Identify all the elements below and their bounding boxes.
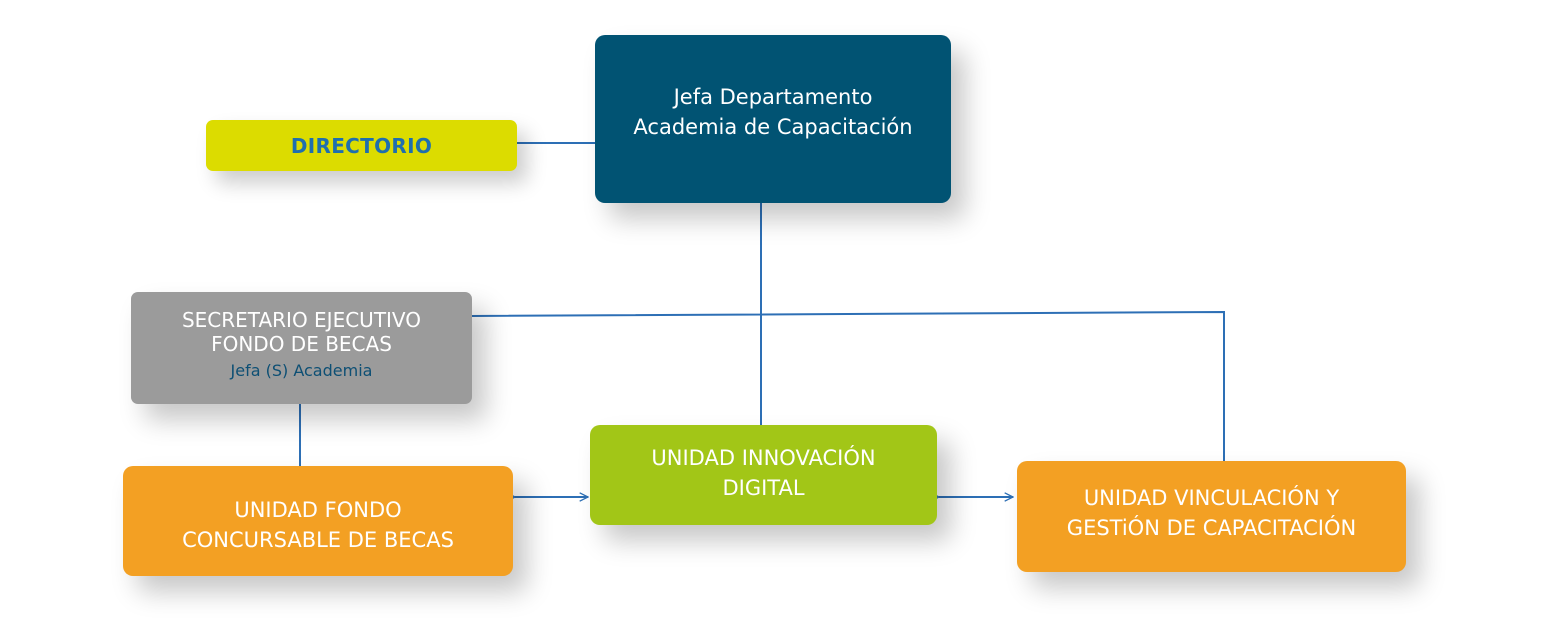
node-directorio-label: DIRECTORIO <box>290 133 433 158</box>
node-vinculacion-line1: UNIDAD VINCULACIÓN Y <box>1083 485 1340 510</box>
node-unidad-fondo-concursable: UNIDAD FONDO CONCURSABLE DE BECAS <box>123 466 513 576</box>
node-innovacion-line1: UNIDAD INNOVACIÓN <box>651 446 876 470</box>
connector-horizontal-bus <box>471 310 1225 461</box>
node-unidad-innovacion-digital: UNIDAD INNOVACIÓN DIGITAL <box>590 425 937 525</box>
node-unidad-vinculacion: UNIDAD VINCULACIÓN Y GESTiÓN DE CAPACITA… <box>1017 461 1406 572</box>
node-secretario-subtitle: Jefa (S) Academia <box>230 361 373 380</box>
node-innovacion-line2: DIGITAL <box>722 476 805 500</box>
node-head-line2: Academia de Capacitación <box>633 115 913 139</box>
node-fondo-line2: CONCURSABLE DE BECAS <box>182 528 454 552</box>
node-directorio: DIRECTORIO <box>206 120 517 171</box>
node-vinculacion-line2: GESTiÓN DE CAPACITACIÓN <box>1066 515 1357 540</box>
node-secretario-line1: SECRETARIO EJECUTIVO <box>181 308 422 332</box>
connector-lines <box>299 142 1225 497</box>
node-head-line1: Jefa Departamento <box>673 85 873 109</box>
node-secretario-line2: FONDO DE BECAS <box>211 332 392 356</box>
node-jefa-departamento: Jefa Departamento Academia de Capacitaci… <box>595 35 951 203</box>
node-secretario-ejecutivo: SECRETARIO EJECUTIVO FONDO DE BECAS Jefa… <box>131 292 472 404</box>
node-fondo-line1: UNIDAD FONDO <box>234 498 402 522</box>
